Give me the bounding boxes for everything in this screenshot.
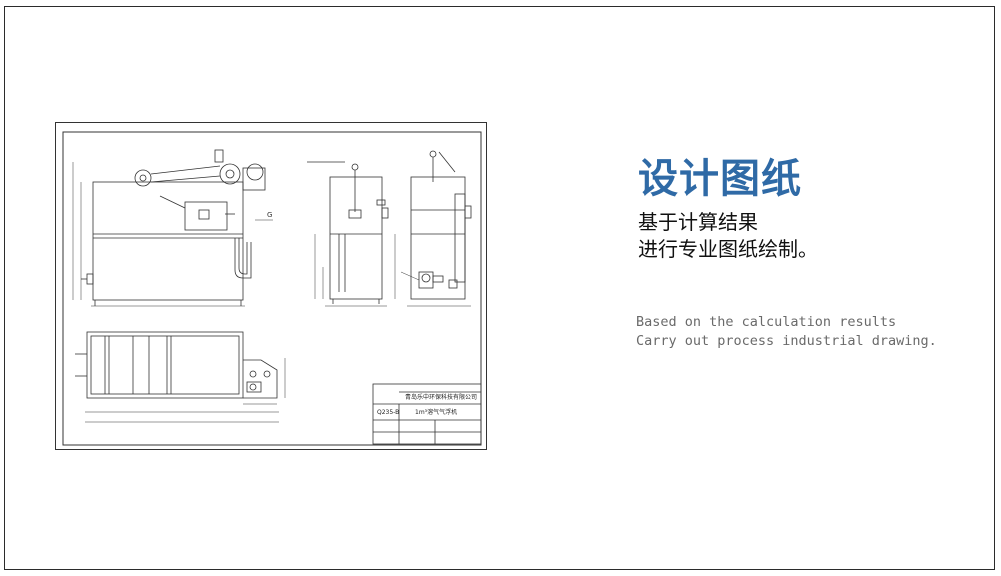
title-block-company: 青岛乐中环保科技有限公司 xyxy=(405,393,477,401)
side-view-right xyxy=(394,150,472,307)
english-line-1: Based on the calculation results xyxy=(636,314,897,330)
subtitle-block: 基于计算结果 进行专业图纸绘制。 xyxy=(638,209,818,263)
subtitle-line-2: 进行专业图纸绘制。 xyxy=(638,237,818,261)
title-block-product: 1m³溶气气浮机 xyxy=(415,408,457,416)
title-block xyxy=(372,383,482,445)
side-view-left xyxy=(307,161,389,307)
technical-drawing: G xyxy=(55,122,487,450)
english-line-2: Carry out process industrial drawing. xyxy=(636,333,937,349)
sheet-inner-border xyxy=(62,131,482,446)
engineering-drawing-svg: G xyxy=(55,122,487,450)
title-block-material: Q235-B xyxy=(377,409,399,416)
subtitle-line-1: 基于计算结果 xyxy=(638,210,758,234)
english-caption: Based on the calculation results Carry o… xyxy=(636,313,937,351)
front-view: G xyxy=(72,149,273,307)
svg-text:G: G xyxy=(267,211,272,219)
section-title: 设计图纸 xyxy=(638,156,802,202)
plan-view xyxy=(75,331,286,423)
